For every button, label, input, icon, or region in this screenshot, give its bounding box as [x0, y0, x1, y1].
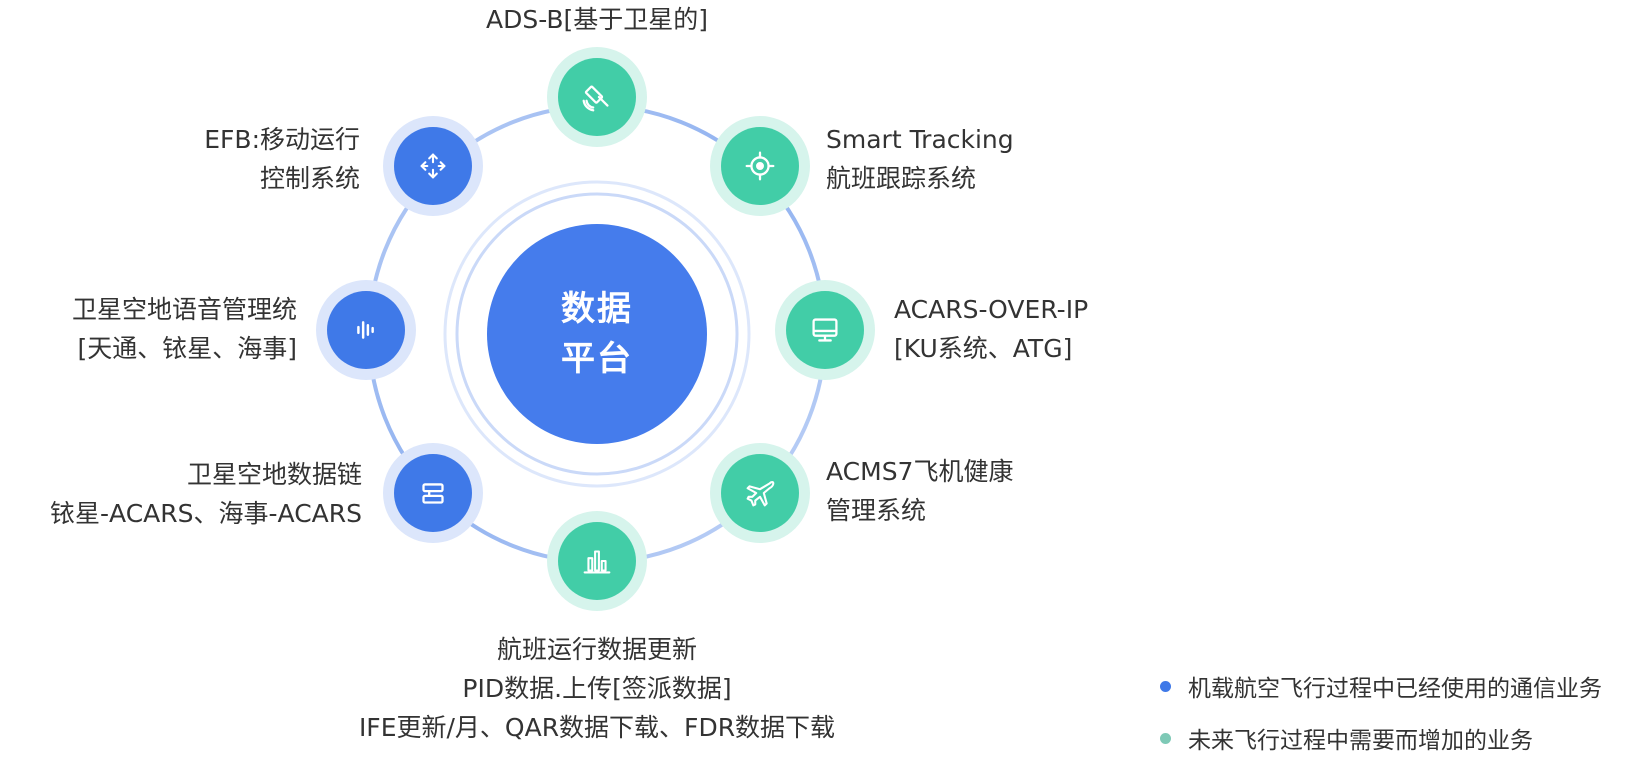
label-ads-b: ADS-B[基于卫星的] — [452, 0, 742, 39]
label-efb: EFB:移动运行 控制系统 — [0, 120, 360, 198]
target-icon — [745, 151, 775, 181]
node-satellite-voice-core — [327, 291, 405, 369]
label-efb-line1: EFB:移动运行 — [204, 125, 360, 154]
label-acms7: ACMS7飞机健康 管理系统 — [826, 452, 1013, 530]
label-ads-b-line1: ADS-B[基于卫星的] — [485, 5, 708, 34]
node-efb-core — [394, 127, 472, 205]
node-acars-over-ip — [775, 280, 875, 380]
label-satellite-data-link-line1: 卫星空地数据链 — [186, 460, 362, 489]
label-satellite-data-link-line2: 铱星-ACARS、海事-ACARS — [50, 499, 362, 528]
center-ring-inner — [455, 192, 739, 476]
legend-item-existing: 机载航空飞行过程中已经使用的通信业务 — [1160, 660, 1602, 712]
monitor-icon — [812, 318, 838, 342]
data-platform-center: 数据 平台 — [487, 224, 707, 444]
legend-label-existing: 机载航空飞行过程中已经使用的通信业务 — [1188, 676, 1602, 702]
legend: 机载航空飞行过程中已经使用的通信业务 未来飞行过程中需要而增加的业务 — [1160, 660, 1602, 764]
node-satellite-voice — [316, 280, 416, 380]
label-acars-over-ip-line1: ACARS-OVER-IP — [894, 295, 1089, 324]
node-smart-tracking-core — [721, 127, 799, 205]
server-icon — [422, 483, 444, 504]
node-acms7-core — [721, 454, 799, 532]
legend-dot-future — [1160, 732, 1171, 744]
label-smart-tracking-line1: Smart Tracking — [826, 125, 1014, 154]
label-satellite-voice: 卫星空地语音管理统 [天通、铱星、海事] — [0, 290, 297, 368]
node-acars-over-ip-core — [786, 291, 864, 369]
label-flight-data-update-line1: 航班运行数据更新 — [496, 635, 697, 664]
satellite-icon — [582, 85, 609, 112]
node-satellite-data-link-core — [394, 454, 472, 532]
label-satellite-data-link: 卫星空地数据链 铱星-ACARS、海事-ACARS — [0, 455, 362, 533]
center-ring-outer — [443, 180, 751, 488]
node-ads-b — [547, 47, 647, 147]
label-smart-tracking-line2: 航班跟踪系统 — [826, 164, 977, 193]
node-flight-data-update-core — [558, 522, 636, 600]
center-title-line2: 平台 — [561, 339, 633, 379]
node-ads-b-core — [558, 58, 636, 136]
legend-dot-existing — [1160, 680, 1171, 692]
audio-wave-icon — [357, 321, 374, 339]
label-acars-over-ip: ACARS-OVER-IP [KU系统、ATG] — [894, 290, 1088, 368]
legend-item-future: 未来飞行过程中需要而增加的业务 — [1160, 712, 1602, 764]
node-satellite-data-link — [383, 443, 483, 543]
label-efb-line2: 控制系统 — [259, 164, 360, 193]
label-satellite-voice-line2: [天通、铱星、海事] — [77, 334, 297, 363]
label-flight-data-update: 航班运行数据更新 PID数据.上传[签派数据] IFE更新/月、QAR数据下载、… — [297, 630, 897, 747]
label-acms7-line2: 管理系统 — [826, 496, 927, 525]
label-smart-tracking: Smart Tracking 航班跟踪系统 — [826, 120, 1014, 198]
move-arrows-icon — [420, 153, 446, 179]
label-flight-data-update-line3: IFE更新/月、QAR数据下载、FDR数据下载 — [358, 713, 836, 742]
airplane-icon — [746, 481, 775, 507]
node-efb — [383, 116, 483, 216]
node-flight-data-update — [547, 511, 647, 611]
node-smart-tracking — [710, 116, 810, 216]
bar-chart-icon — [583, 550, 611, 574]
label-flight-data-update-line2: PID数据.上传[签派数据] — [462, 674, 732, 703]
legend-label-future: 未来飞行过程中需要而增加的业务 — [1188, 728, 1533, 754]
node-acms7 — [710, 443, 810, 543]
label-acars-over-ip-line2: [KU系统、ATG] — [894, 334, 1073, 363]
label-acms7-line1: ACMS7飞机健康 — [826, 457, 1014, 486]
center-title-line1: 数据 — [561, 289, 633, 329]
label-satellite-voice-line1: 卫星空地语音管理统 — [71, 295, 297, 324]
